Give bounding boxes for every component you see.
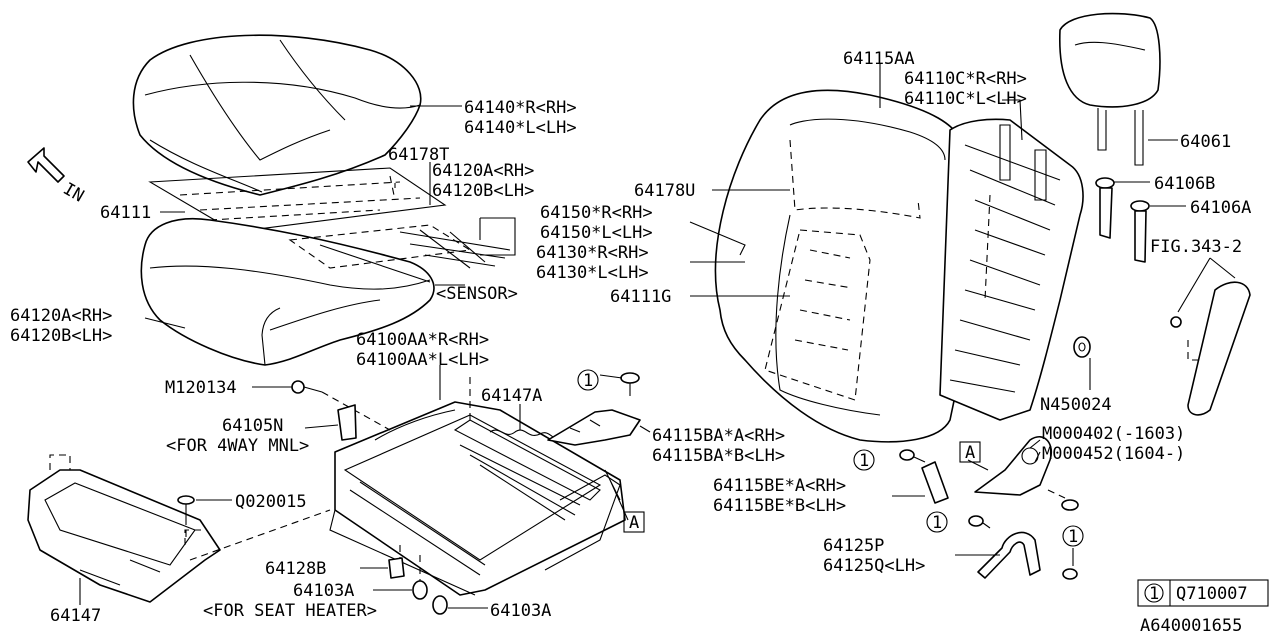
reference-box-A-left: A	[623, 511, 645, 533]
callout-1-text: 1	[932, 513, 942, 533]
label-64120B-left: 64120B<LH>	[10, 326, 112, 346]
callout-1-d: 1	[1062, 525, 1084, 547]
callout-1-c: 1	[926, 511, 948, 533]
headrest-guide-64106B	[1095, 177, 1115, 239]
legend-part-number: Q710007	[1176, 584, 1248, 604]
label-N450024: N450024	[1040, 395, 1112, 415]
label-64125P: 64125P	[823, 536, 884, 556]
label-for-4way: <FOR 4WAY MNL>	[166, 436, 309, 456]
screw-ref-1-right-a	[899, 449, 926, 463]
legend-number: 1	[1149, 584, 1159, 604]
label-fig-343-2: FIG.343-2	[1150, 237, 1242, 257]
clip-64103A	[412, 580, 448, 615]
leader-lines	[79, 64, 1236, 609]
callout-1-text: 1	[583, 371, 593, 391]
recliner-bracket	[974, 436, 1079, 511]
label-64103A-right: 64103A	[490, 601, 551, 621]
label-64130R: 64130*R<RH>	[536, 243, 649, 263]
bracket-64115BE	[921, 461, 949, 504]
label-64106A: 64106A	[1190, 198, 1251, 218]
label-64115BEB: 64115BE*B<LH>	[713, 496, 846, 516]
label-64178U: 64178U	[634, 181, 695, 201]
label-64128B: 64128B	[265, 559, 326, 579]
callout-1-a: 1	[577, 369, 599, 391]
screw-Q020015	[177, 495, 195, 540]
seat-back-cover-64115AA	[714, 89, 1001, 443]
side-trim-panel	[1170, 281, 1251, 416]
heater-mat-64111	[148, 167, 447, 233]
front-pan-64147	[27, 454, 331, 603]
legend-box: 1 Q710007	[1137, 579, 1269, 607]
side-bracket-64115BA	[547, 409, 641, 446]
label-64130L: 64130*L<LH>	[536, 263, 649, 283]
label-in: IN	[60, 179, 88, 207]
label-64115AA: 64115AA	[843, 49, 915, 69]
occupant-sensor-mat	[288, 224, 511, 283]
label-Q020015: Q020015	[235, 492, 307, 512]
label-64140L: 64140*L<LH>	[464, 118, 577, 138]
callout-1-text: 1	[1068, 527, 1078, 547]
label-64120A-left: 64120A<RH>	[10, 306, 112, 326]
label-64150R: 64150*R<RH>	[540, 203, 653, 223]
label-64103A-left: 64103A	[293, 581, 354, 601]
bracket-64105N	[337, 404, 357, 441]
seat-cushion-cover-64140	[132, 34, 422, 196]
label-64106B: 64106B	[1154, 174, 1215, 194]
diagram-id: A640001655	[1140, 616, 1242, 636]
bolt-M120134	[291, 380, 391, 431]
label-64120B-top: 64120B<LH>	[432, 181, 534, 201]
seat-frame-64100AA	[329, 375, 626, 596]
grommet-N450024	[1073, 336, 1091, 358]
label-M000402: M000402(-1603)	[1042, 424, 1185, 444]
label-64110CL: 64110C*L<LH>	[904, 89, 1027, 109]
label-64120A-top: 64120A<RH>	[432, 161, 534, 181]
reference-box-A-right: A	[959, 441, 981, 463]
callout-1-b: 1	[853, 449, 875, 471]
label-64125Q: 64125Q<LH>	[823, 556, 925, 576]
label-64150L: 64150*L<LH>	[540, 223, 653, 243]
label-64115BAA: 64115BA*A<RH>	[652, 426, 785, 446]
label-64061: 64061	[1180, 132, 1231, 152]
label-64100AAR: 64100AA*R<RH>	[356, 330, 489, 350]
label-for-seat-heater: <FOR SEAT HEATER>	[203, 601, 377, 621]
seat-back-frame-64110C	[939, 118, 1084, 421]
label-64111G: 64111G	[610, 287, 671, 307]
label-64115BAB: 64115BA*B<LH>	[652, 446, 785, 466]
label-64178T: 64178T	[388, 145, 449, 165]
headrest-guide-64106A	[1130, 200, 1150, 263]
label-sensor: <SENSOR>	[436, 284, 518, 304]
reference-box-text: A	[965, 443, 975, 463]
wire-harness-64125P	[977, 531, 1078, 580]
label-64105N: 64105N	[222, 416, 283, 436]
callout-1-text: 1	[859, 451, 869, 471]
label-64147A: 64147A	[481, 386, 542, 406]
label-64110CR: 64110C*R<RH>	[904, 69, 1027, 89]
label-M000452: M000452(1604-)	[1042, 444, 1185, 464]
clip-64128B	[388, 557, 405, 579]
headrest-64061	[1059, 12, 1161, 166]
label-64111: 64111	[100, 203, 151, 223]
label-64100AAL: 64100AA*L<LH>	[356, 350, 489, 370]
label-64147: 64147	[50, 606, 101, 626]
screw-ref-1-left	[620, 372, 640, 396]
screw-ref-1-right-b	[968, 515, 991, 529]
reference-box-text: A	[629, 513, 639, 533]
label-64115BEA: 64115BE*A<RH>	[713, 476, 846, 496]
label-M120134: M120134	[165, 378, 237, 398]
direction-arrow-icon	[27, 147, 65, 183]
label-64140R: 64140*R<RH>	[464, 98, 577, 118]
seat-cushion-pad-64120	[140, 217, 435, 366]
